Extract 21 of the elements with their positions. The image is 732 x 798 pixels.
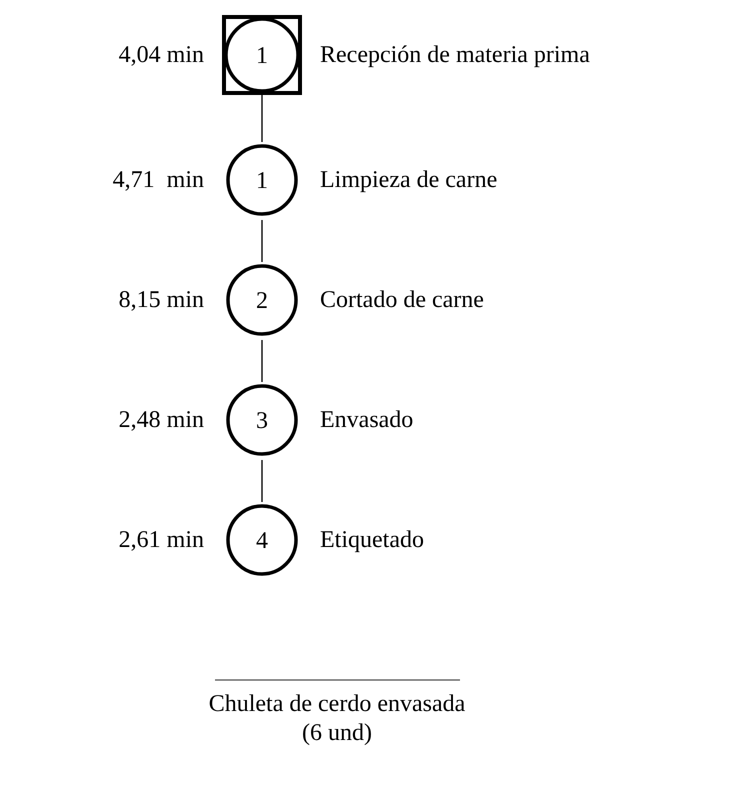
step-label: Etiquetado [320, 526, 424, 554]
product-label: Chuleta de cerdo envasada (6 und) [208, 690, 466, 748]
step-number: 1 [256, 167, 268, 196]
operation-inspection-symbol [222, 15, 302, 95]
step-number: 1 [256, 42, 268, 70]
connector-line [261, 95, 263, 142]
step-number: 4 [256, 527, 268, 556]
connector-line [261, 340, 263, 382]
duration-label: 2,48 min [118, 406, 204, 434]
step-label: Envasado [320, 406, 414, 434]
connector-line [261, 460, 263, 502]
duration-label: 4,04 min [118, 41, 204, 69]
step-label: Cortado de carne [320, 286, 484, 314]
step-label: Limpieza de carne [320, 166, 498, 194]
duration-label: 8,15 min [118, 286, 204, 314]
step-label: Recepción de materia prima [320, 41, 590, 69]
duration-label: 2,61 min [118, 526, 204, 554]
connector-line [261, 220, 263, 262]
step-number: 3 [256, 407, 268, 436]
step-number: 2 [256, 287, 268, 316]
duration-label: 4,71 min [112, 166, 204, 194]
